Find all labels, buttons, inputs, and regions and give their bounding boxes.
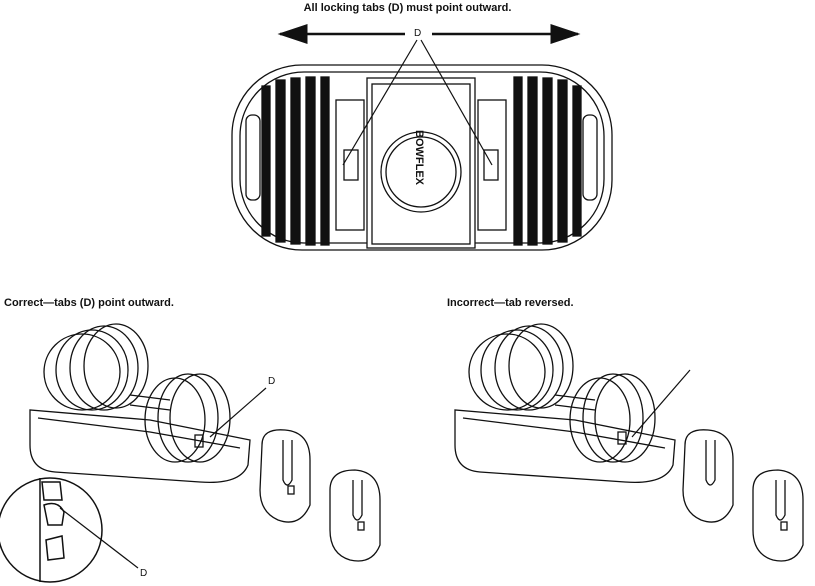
caption-incorrect: Incorrect—tab reversed. [447, 297, 574, 309]
top-view-dumbbell [231, 64, 613, 251]
leader-line-correct [209, 387, 267, 438]
callout-d-inset: D [140, 568, 148, 579]
callout-d-top: D [414, 28, 422, 39]
leader-line-incorrect [631, 369, 691, 438]
incorrect-dumbbell-illustration [454, 323, 804, 562]
callout-d-correct: D [268, 376, 276, 387]
diagram-title: All locking tabs (D) must point outward. [303, 2, 512, 14]
correct-dumbbell-illustration [29, 323, 381, 562]
leader-lines-top [342, 39, 493, 166]
inset-detail [0, 477, 103, 583]
caption-correct: Correct—tabs (D) point outward. [4, 297, 174, 309]
leader-line-inset [59, 507, 139, 569]
brand-mark: BOWFLEX [413, 130, 425, 186]
